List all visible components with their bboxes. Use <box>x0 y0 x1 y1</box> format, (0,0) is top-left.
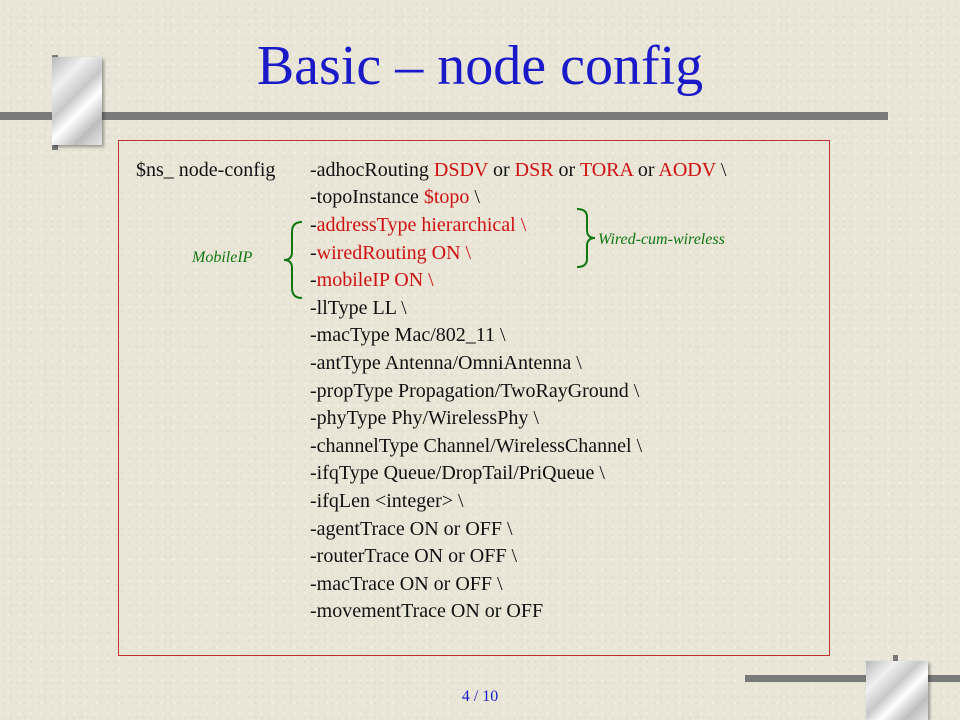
code-line-1: -adhocRouting DSDV or DSR or TORA or AOD… <box>310 159 727 181</box>
code-line-16: -macTrace ON or OFF \ <box>310 573 503 595</box>
page-number: 4 / 10 <box>461 688 499 705</box>
code-line-3: -addressType hierarchical \ <box>310 214 527 236</box>
code-line-13: -ifqLen <integer> \ <box>310 490 464 512</box>
code-line-9: -propType Propagation/TwoRayGround \ <box>310 380 640 402</box>
code-line-2: -topoInstance $topo \ <box>310 186 480 208</box>
code-line-17: -movementTrace ON or OFF <box>310 600 544 622</box>
marble-tile-top <box>52 57 102 145</box>
code-line-14: -agentTrace ON or OFF \ <box>310 518 513 540</box>
code-line-5: -mobileIP ON \ <box>310 269 434 291</box>
code-line-6: -llType LL \ <box>310 297 407 319</box>
marble-tile-bottom <box>866 661 928 720</box>
code-frame <box>118 140 830 656</box>
code-line-7: -macType Mac/802_11 \ <box>310 324 506 346</box>
top-rule <box>0 112 888 120</box>
code-line-4: -wiredRouting ON \ <box>310 242 472 264</box>
wired-brace-icon <box>576 208 596 268</box>
code-line-15: -routerTrace ON or OFF \ <box>310 545 518 567</box>
wired-annotation: Wired-cum-wireless <box>598 231 725 248</box>
code-line-10: -phyType Phy/WirelessPhy \ <box>310 407 539 429</box>
mobileip-brace-icon <box>283 221 303 299</box>
code-line-8: -antType Antenna/OmniAntenna \ <box>310 352 582 374</box>
bottom-rule <box>745 675 960 682</box>
slide-title: Basic – node config <box>256 35 704 97</box>
code-prefix: $ns_ node-config <box>136 159 276 181</box>
code-line-12: -ifqType Queue/DropTail/PriQueue \ <box>310 462 605 484</box>
code-line-11: -channelType Channel/WirelessChannel \ <box>310 435 643 457</box>
mobileip-annotation: MobileIP <box>192 249 253 266</box>
